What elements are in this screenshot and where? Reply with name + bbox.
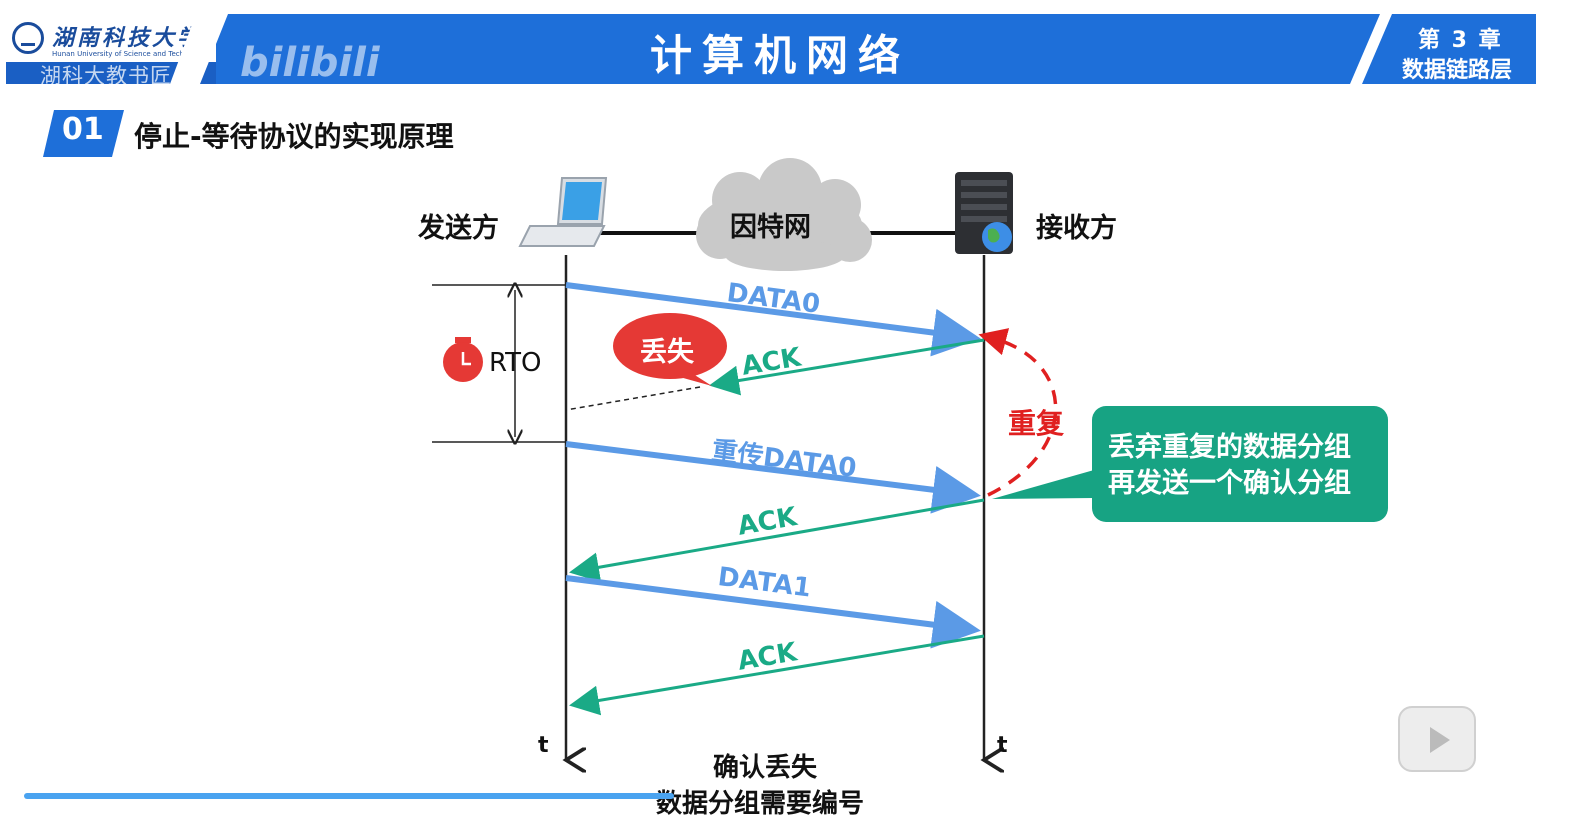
discard-callout (992, 406, 1388, 522)
watermark-text: 湖科大教书匠 (40, 64, 172, 88)
chapter-name: 数据链路层 (1402, 58, 1513, 83)
data1-arrow (565, 575, 981, 649)
laptop-icon (518, 177, 608, 247)
chapter-number: 第 3 章 (1418, 28, 1503, 53)
rto-label: RTO (489, 348, 542, 378)
caption-line-1: 确认丢失 (713, 753, 818, 783)
sender-label: 发送方 (418, 213, 499, 244)
retransmit-data0-arrow (565, 441, 981, 514)
watermark-brand: bilibili (240, 40, 380, 86)
lost-ack-arrow (709, 338, 985, 396)
lost-ack-dashed (565, 386, 701, 411)
play-icon[interactable] (1398, 706, 1476, 772)
callout-line-1: 丢弃重复的数据分组 (1108, 432, 1351, 463)
banner-shapes (170, 14, 1536, 84)
lost-label: 丢失 (640, 337, 694, 368)
course-title: 计算机网络 (649, 31, 910, 80)
duplicate-label: 重复 (1008, 407, 1065, 440)
cloud-icon (696, 158, 872, 271)
receiver-label: 接收方 (1036, 213, 1117, 244)
stopwatch-icon (443, 337, 483, 382)
caption-line-2: 数据分组需要编号 (656, 789, 865, 819)
sender-time-axis-label: t (538, 733, 549, 758)
lost-bubble (613, 313, 727, 386)
university-name: 湖南科技大学 (52, 26, 203, 51)
chapter-box (1362, 14, 1536, 84)
section-number: 01 (62, 112, 104, 147)
data0-arrow (565, 282, 981, 357)
university-emblem-icon (12, 22, 44, 54)
ack-arrow-3 (569, 634, 985, 716)
logo-strip (6, 62, 216, 84)
video-progress-bar[interactable] (24, 793, 674, 799)
callout-line-2: 再发送一个确认分组 (1108, 468, 1351, 499)
university-english-name: Hunan University of Science and Technolo… (52, 50, 208, 58)
receiver-time-axis-label: t (997, 733, 1008, 758)
section-number-badge (43, 110, 124, 157)
duplicate-arc (978, 328, 1058, 497)
section-title: 停止-等待协议的实现原理 (134, 120, 454, 153)
ack-arrow-2 (569, 498, 985, 583)
callout-text: 丢弃重复的数据分组 再发送一个确认分组 (1108, 430, 1376, 502)
internet-label: 因特网 (730, 212, 811, 243)
header-banner (6, 14, 1536, 84)
server-icon (955, 172, 1013, 254)
logo-slant (170, 14, 228, 84)
